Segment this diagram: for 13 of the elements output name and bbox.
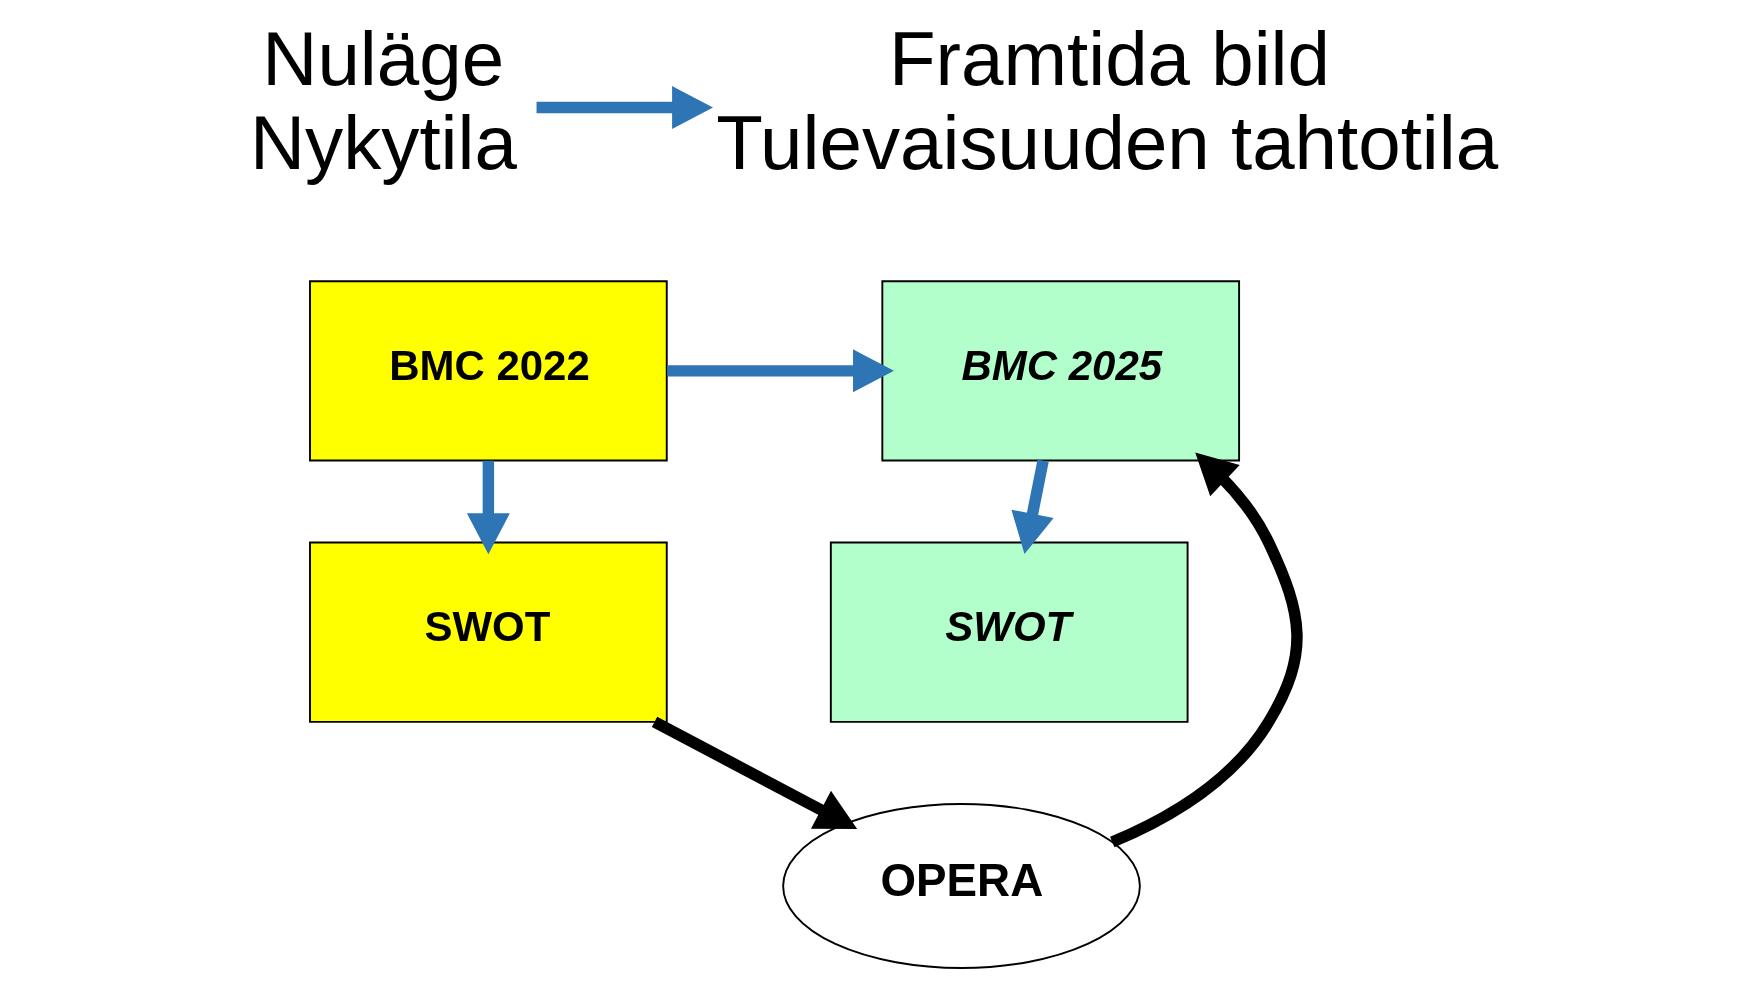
node-box: BMC 2022 (308, 280, 668, 462)
node-box: SWOT (829, 541, 1189, 723)
arrow (1109, 452, 1303, 848)
node-ellipse: OPERA (781, 802, 1141, 969)
arrow (466, 460, 510, 555)
node-text: Nuläge Nykytila (249, 15, 517, 185)
arrow (651, 716, 857, 829)
arrow (666, 349, 894, 393)
node-box: BMC 2025 (880, 280, 1240, 462)
arrow (536, 86, 713, 130)
arrow (1010, 459, 1054, 554)
node-box: SWOT (308, 541, 668, 723)
node-text: Framtida bild Tulevaisuuden tahtotila (715, 15, 1498, 185)
